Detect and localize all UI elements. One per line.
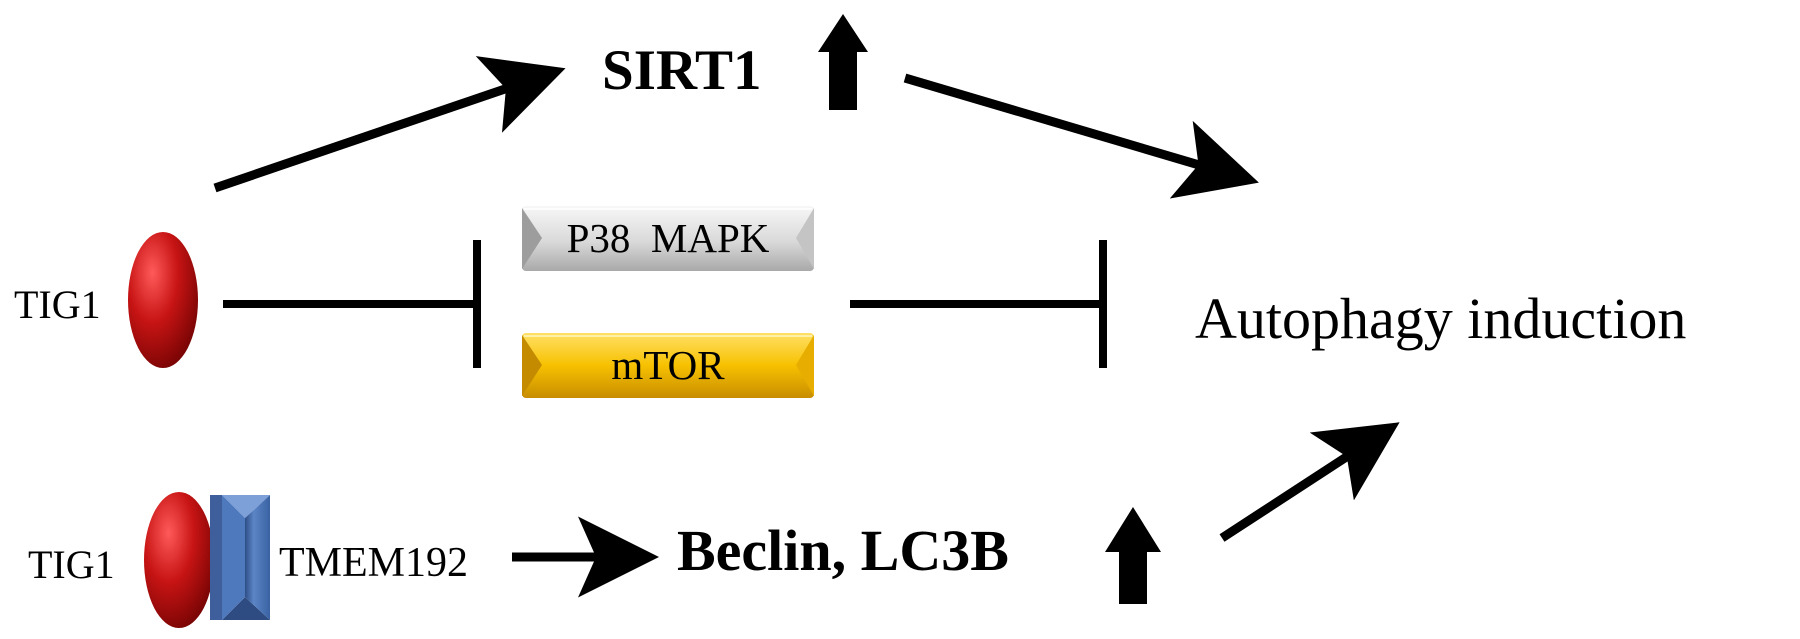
tig1-bottom-label: TIG1	[28, 542, 115, 587]
tmem192-block	[210, 495, 270, 620]
tig1-top-oval	[128, 232, 198, 368]
mtor-label: mTOR	[611, 342, 725, 388]
sirt1-label: SIRT1	[602, 39, 762, 102]
autophagy-induction-label: Autophagy induction	[1195, 286, 1686, 351]
beclin-lc3b-label: Beclin, LC3B	[677, 518, 1009, 583]
p38-mapk-box	[522, 206, 814, 271]
tig1-bottom-oval	[144, 492, 214, 628]
arrow-beclin-to-autophagy	[1219, 422, 1400, 542]
tmem192-label: TMEM192	[279, 540, 468, 586]
beclin-up-arrow-icon	[1105, 507, 1161, 604]
tig1-top-label: TIG1	[14, 282, 101, 327]
p38-mapk-label: P38 MAPK	[567, 215, 770, 261]
arrow-sirt1-to-autophagy	[903, 73, 1259, 199]
mtor-box	[522, 333, 814, 398]
sirt1-up-arrow-icon	[818, 14, 868, 110]
arrow-tig1-to-sirt1	[213, 56, 566, 193]
